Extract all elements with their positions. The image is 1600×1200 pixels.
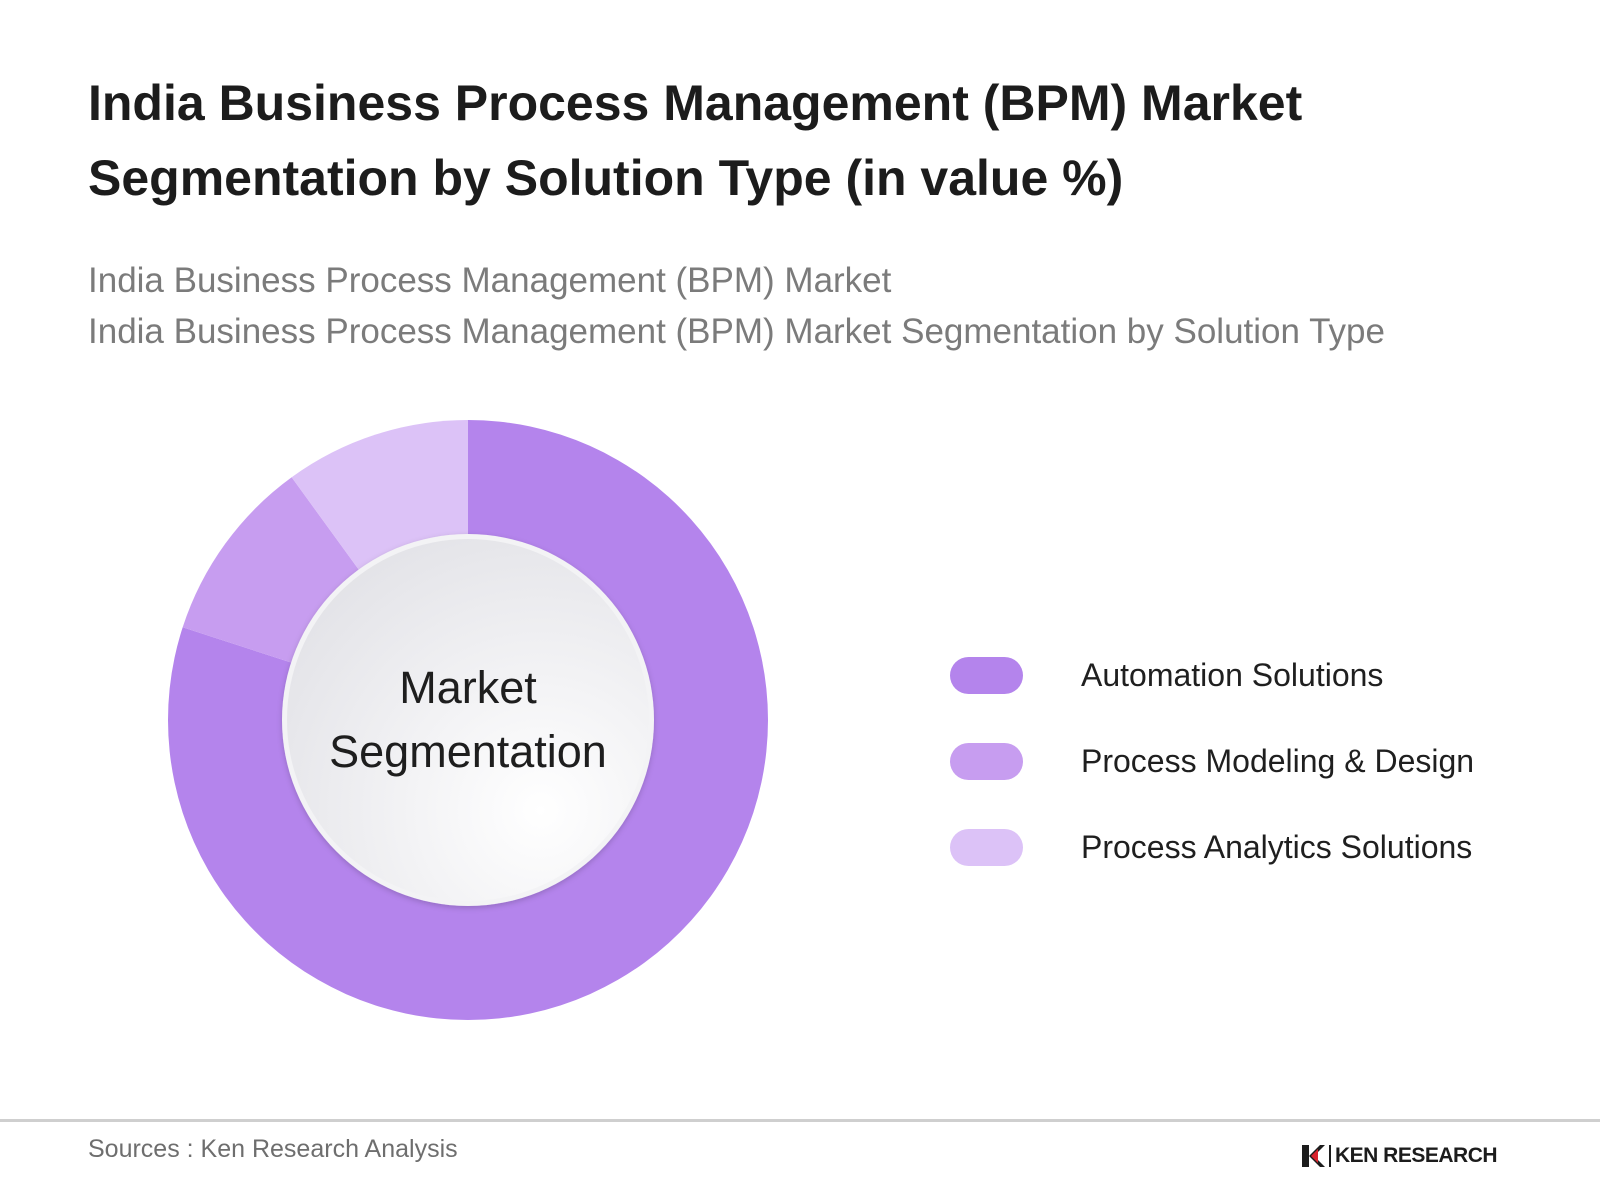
- chart-legend: Automation Solutions Process Modeling & …: [950, 650, 1474, 908]
- legend-swatch: [950, 829, 1023, 866]
- chart-title: India Business Process Management (BPM) …: [88, 66, 1488, 216]
- logo-divider: [1329, 1145, 1331, 1167]
- chart-subtitle-line-1: India Business Process Management (BPM) …: [88, 261, 892, 300]
- brand-logo: KEN RESEARCH: [1300, 1140, 1498, 1172]
- legend-label: Process Modeling & Design: [1081, 743, 1475, 779]
- donut-center-fill: [287, 539, 649, 901]
- legend-swatch: [950, 743, 1023, 780]
- footer-divider: [0, 1119, 1600, 1122]
- center-label-line-1: Market: [399, 662, 537, 713]
- legend-label: Automation Solutions: [1081, 657, 1384, 693]
- chart-subtitle: India Business Process Management (BPM) …: [88, 255, 1538, 357]
- chart-title-line-1: India Business Process Management (BPM) …: [88, 75, 1303, 131]
- legend-label: Process Analytics Solutions: [1081, 829, 1473, 865]
- donut-center-label: Market Segmentation: [283, 535, 653, 905]
- center-label-line-2: Segmentation: [329, 726, 607, 777]
- legend-item-process-modeling-design: Process Modeling & Design: [950, 736, 1474, 822]
- footer-source: Sources : Ken Research Analysis: [88, 1135, 458, 1163]
- ken-research-logo-icon: [1302, 1145, 1325, 1167]
- legend-item-process-analytics-solutions: Process Analytics Solutions: [950, 822, 1474, 908]
- legend-item-automation-solutions: Automation Solutions: [950, 650, 1474, 736]
- chart-subtitle-line-2: India Business Process Management (BPM) …: [88, 312, 1385, 351]
- legend-swatch: [950, 657, 1023, 694]
- brand-name: KEN RESEARCH: [1335, 1144, 1498, 1167]
- chart-title-line-2: Segmentation by Solution Type (in value …: [88, 150, 1124, 206]
